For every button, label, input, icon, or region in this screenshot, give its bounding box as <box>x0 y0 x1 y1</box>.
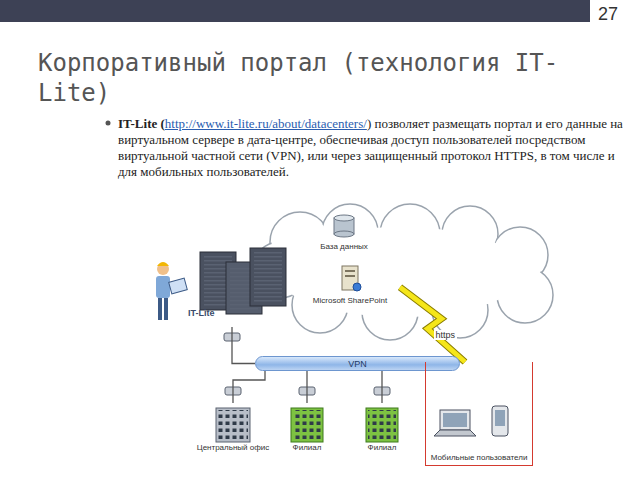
product-name: IT-Lite ( <box>118 116 165 131</box>
office: Центральный офис <box>194 403 273 455</box>
top-bar <box>0 0 590 22</box>
link: http://www.it-lite.ru/about/datacenters/ <box>165 116 367 131</box>
node-label: Microsoft SharePoint <box>313 296 387 308</box>
slide-title: Корпоративный портал (технология IT-Lite… <box>38 48 598 108</box>
bullet-text: IT-Lite (http://www.it-lite.ru/about/dat… <box>118 116 623 180</box>
node-label: Филиал <box>293 443 322 455</box>
node-label: Филиал <box>368 443 397 455</box>
branch-building <box>291 408 398 442</box>
laptop-icon <box>434 410 476 436</box>
datacenter: IT-Lite <box>150 245 290 327</box>
node-label: Центральный офис <box>197 443 270 455</box>
bullet <box>106 121 111 126</box>
node-label: База данных <box>320 242 368 254</box>
network-link <box>232 327 255 364</box>
sharepoint-server-icon <box>342 266 361 291</box>
node-label: VPN <box>348 359 367 369</box>
lightning-outline <box>400 287 465 362</box>
node-label: Мобильные пользователи <box>431 453 528 465</box>
edge-label: https <box>434 330 458 340</box>
database-icon <box>334 215 354 237</box>
https-lightning <box>400 287 465 362</box>
phone-icon <box>492 406 508 436</box>
database: База данных <box>300 208 388 254</box>
engineer-figure <box>156 262 187 320</box>
mobile-users-group: Мобильные пользователи <box>425 362 533 466</box>
server-racks <box>200 248 286 314</box>
network-link <box>306 371 307 403</box>
network-link <box>233 371 265 403</box>
network-link <box>381 371 382 403</box>
node-label: IT-Lite <box>188 308 215 320</box>
server: Microsoft SharePoint <box>300 262 400 308</box>
vpn-tube: VPN <box>255 356 460 371</box>
office-building <box>216 408 250 442</box>
cloud <box>252 204 553 340</box>
branch: Филиал <box>351 403 413 455</box>
page-number: 27 <box>598 4 618 25</box>
branch: Филиал <box>276 403 338 455</box>
